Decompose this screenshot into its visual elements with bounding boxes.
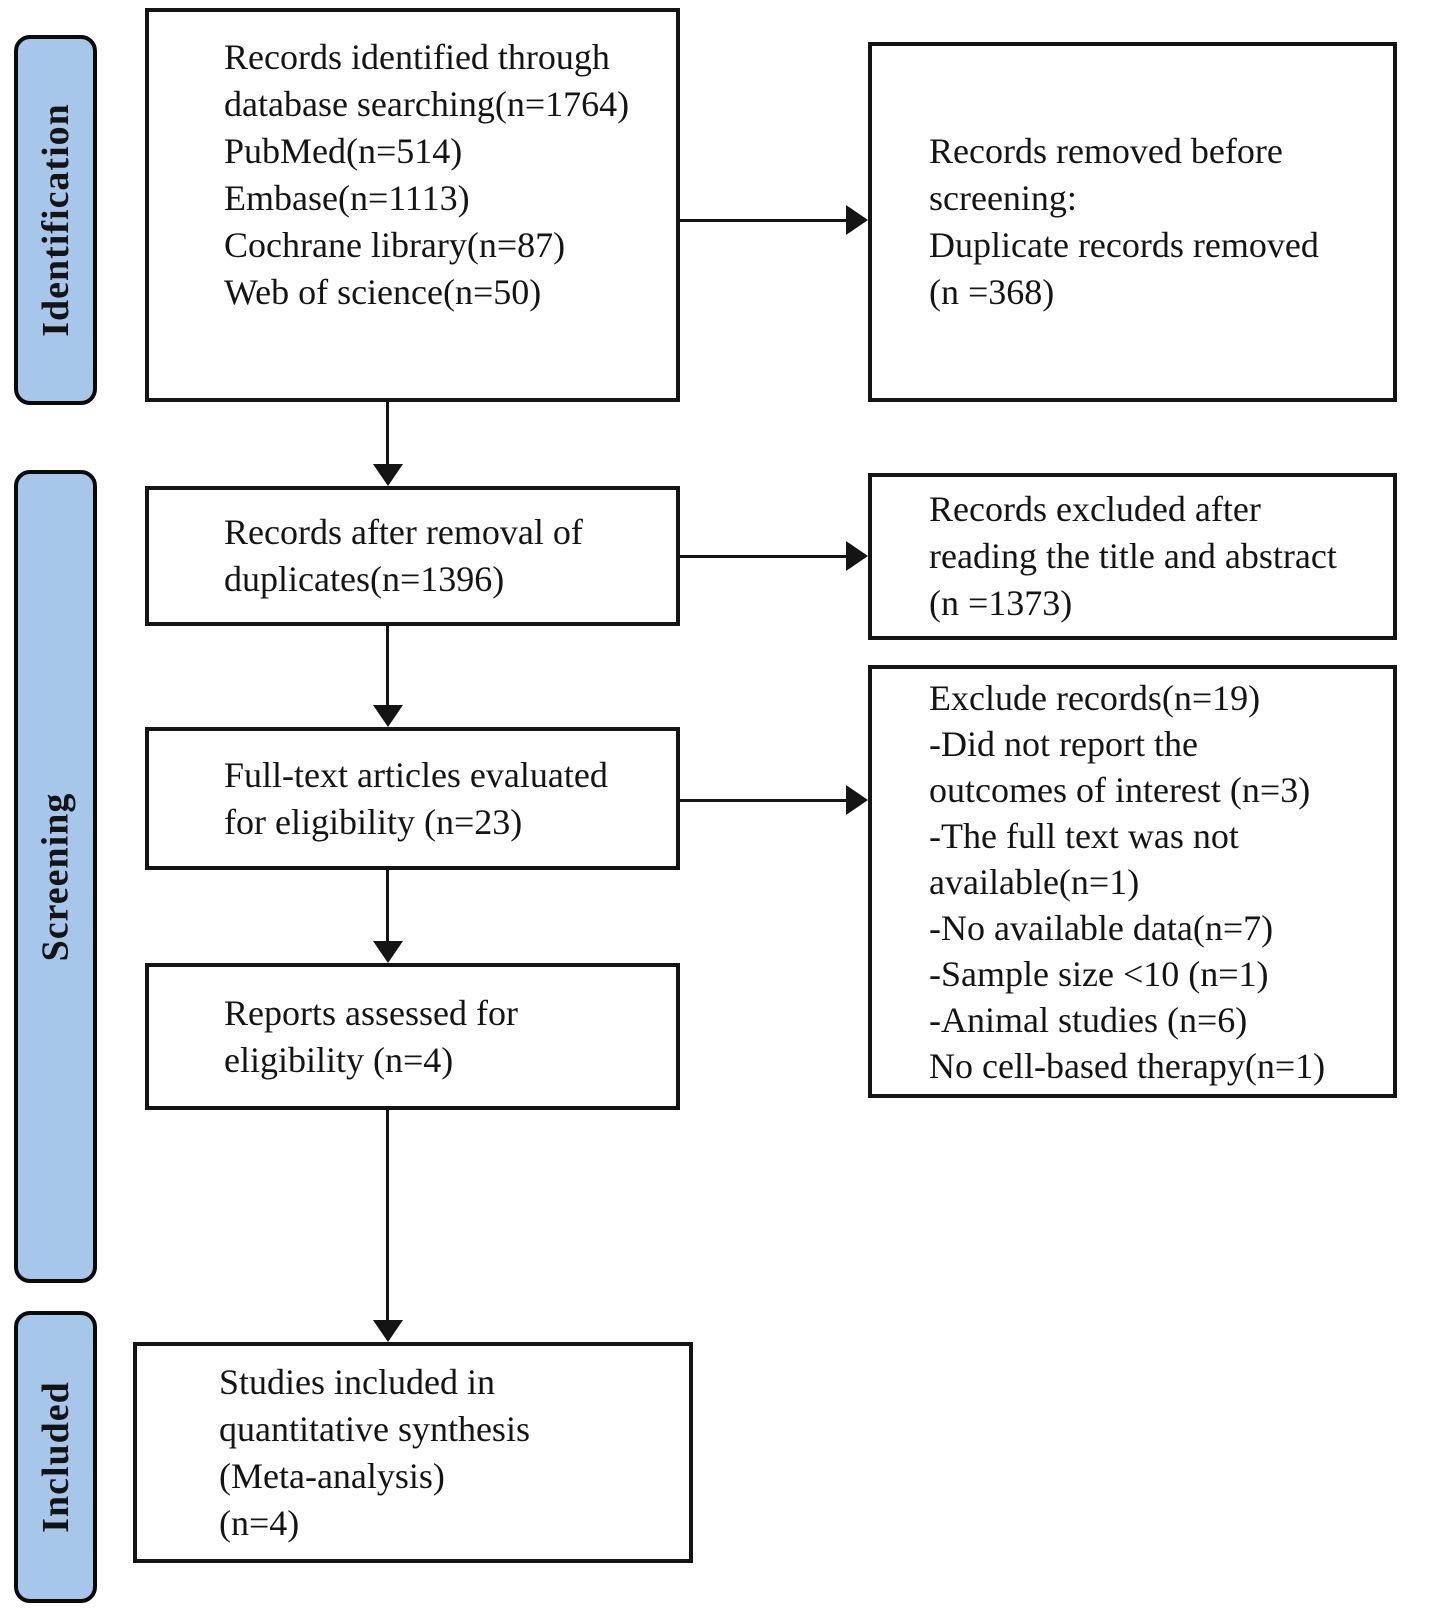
box-line: -Sample size <10 (n=1): [929, 953, 1269, 994]
box-included-studies: Studies included in quantitative synthes…: [133, 1342, 693, 1563]
box-line: Studies included in: [219, 1361, 495, 1402]
arrow-shaft: [680, 219, 848, 222]
box-reports-assessed: Reports assessed for eligibility (n=4): [145, 963, 680, 1110]
box-line: Cochrane library(n=87): [224, 225, 566, 265]
box-records-removed-before-screening: Records removed before screening: Duplic…: [868, 42, 1397, 402]
box-records-after-duplicates: Records after removal of duplicates(n=13…: [145, 486, 680, 626]
box-records-identified: Records identified through database sear…: [145, 8, 680, 402]
box-line: Full-text articles evaluated: [224, 754, 608, 795]
stage-label-identification: Identification: [14, 35, 97, 405]
box-line: (n =368): [929, 272, 1055, 312]
box-line: outcomes of interest (n=3): [929, 769, 1311, 810]
arrow-right-icon: [846, 785, 868, 815]
box-line: available(n=1): [929, 861, 1140, 902]
box-line: (n =1373): [929, 583, 1073, 623]
box-line: database searching(n=1764): [224, 84, 630, 124]
box-line: (Meta-analysis): [219, 1455, 445, 1496]
box-line: Records after removal of: [224, 512, 583, 552]
box-line: quantitative synthesis: [219, 1408, 530, 1449]
stage-label-included: Included: [14, 1311, 97, 1603]
box-line: screening:: [929, 178, 1077, 218]
stage-label-screening-text: Screening: [34, 792, 77, 961]
box-line: (n=4): [219, 1502, 300, 1543]
box-line: -The full text was not: [929, 815, 1239, 856]
box-excluded-fulltext: Exclude records(n=19) -Did not report th…: [868, 665, 1397, 1098]
box-line: Reports assessed for: [224, 992, 518, 1033]
arrow-right-icon: [846, 205, 868, 235]
arrow-down-icon: [373, 1320, 403, 1342]
box-line: -Did not report the: [929, 723, 1198, 764]
box-line: Embase(n=1113): [224, 178, 470, 218]
box-line: Records identified through: [224, 37, 610, 77]
stage-label-screening: Screening: [14, 470, 97, 1283]
box-fulltext-evaluated: Full-text articles evaluated for eligibi…: [145, 727, 680, 870]
box-line: reading the title and abstract: [929, 536, 1337, 576]
box-line: Records removed before: [929, 131, 1283, 171]
arrow-shaft: [680, 555, 848, 558]
arrow-shaft: [386, 1110, 389, 1322]
box-line: eligibility (n=4): [224, 1039, 454, 1080]
box-line: Web of science(n=50): [224, 272, 542, 312]
arrow-down-icon: [373, 941, 403, 963]
arrow-down-icon: [373, 705, 403, 727]
arrow-right-icon: [846, 541, 868, 571]
box-line: No cell-based therapy(n=1): [929, 1045, 1326, 1086]
box-line: Duplicate records removed: [929, 225, 1319, 265]
box-line: Exclude records(n=19): [929, 677, 1261, 718]
stage-label-included-text: Included: [34, 1381, 77, 1533]
arrow-shaft: [386, 402, 389, 466]
box-line: Records excluded after: [929, 489, 1261, 529]
arrow-shaft: [386, 870, 389, 943]
box-line: for eligibility (n=23): [224, 801, 523, 842]
stage-label-identification-text: Identification: [34, 103, 77, 337]
arrow-shaft: [680, 799, 848, 802]
arrow-down-icon: [373, 464, 403, 486]
box-line: duplicates(n=1396): [224, 559, 505, 599]
arrow-shaft: [386, 626, 389, 707]
box-records-excluded-title-abstract: Records excluded after reading the title…: [868, 473, 1397, 640]
box-line: PubMed(n=514): [224, 131, 463, 171]
box-line: -Animal studies (n=6): [929, 999, 1248, 1040]
box-line: -No available data(n=7): [929, 907, 1274, 948]
